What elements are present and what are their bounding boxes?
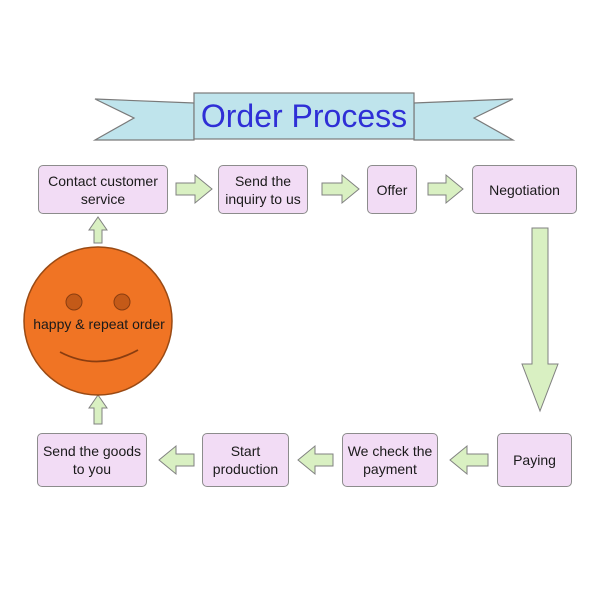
arrow-left-3 xyxy=(158,444,195,476)
arrow-up-top xyxy=(88,216,108,244)
smiley-mouth xyxy=(59,349,139,363)
arrow-left-1 xyxy=(449,444,489,476)
smiley-left-eye xyxy=(65,293,83,311)
smiley-circle xyxy=(23,246,173,396)
step-send-inquiry: Send the inquiry to us xyxy=(218,165,308,214)
arrow-up-bottom xyxy=(88,394,108,425)
step-paying: Paying xyxy=(497,433,572,487)
arrow-down-long xyxy=(521,227,559,413)
smiley-label: happy & repeat order xyxy=(33,316,165,332)
banner-center xyxy=(193,92,415,140)
step-start-production: Start production xyxy=(202,433,289,487)
step-offer: Offer xyxy=(367,165,417,214)
step-negotiation: Negotiation xyxy=(472,165,577,214)
step-check-payment: We check the payment xyxy=(342,433,438,487)
step-contact-customer-service: Contact customer service xyxy=(38,165,168,214)
title-banner xyxy=(92,92,516,141)
arrow-left-2 xyxy=(297,444,334,476)
arrow-right-1 xyxy=(175,173,213,205)
banner-left-tail xyxy=(92,98,195,141)
arrow-right-2 xyxy=(321,173,360,205)
smiley-face xyxy=(23,246,173,396)
smiley-right-eye xyxy=(113,293,131,311)
diagram-title: Order Process xyxy=(200,97,408,134)
step-send-goods: Send the goods to you xyxy=(37,433,147,487)
banner-right-tail xyxy=(413,98,516,141)
arrow-right-3 xyxy=(427,173,464,205)
